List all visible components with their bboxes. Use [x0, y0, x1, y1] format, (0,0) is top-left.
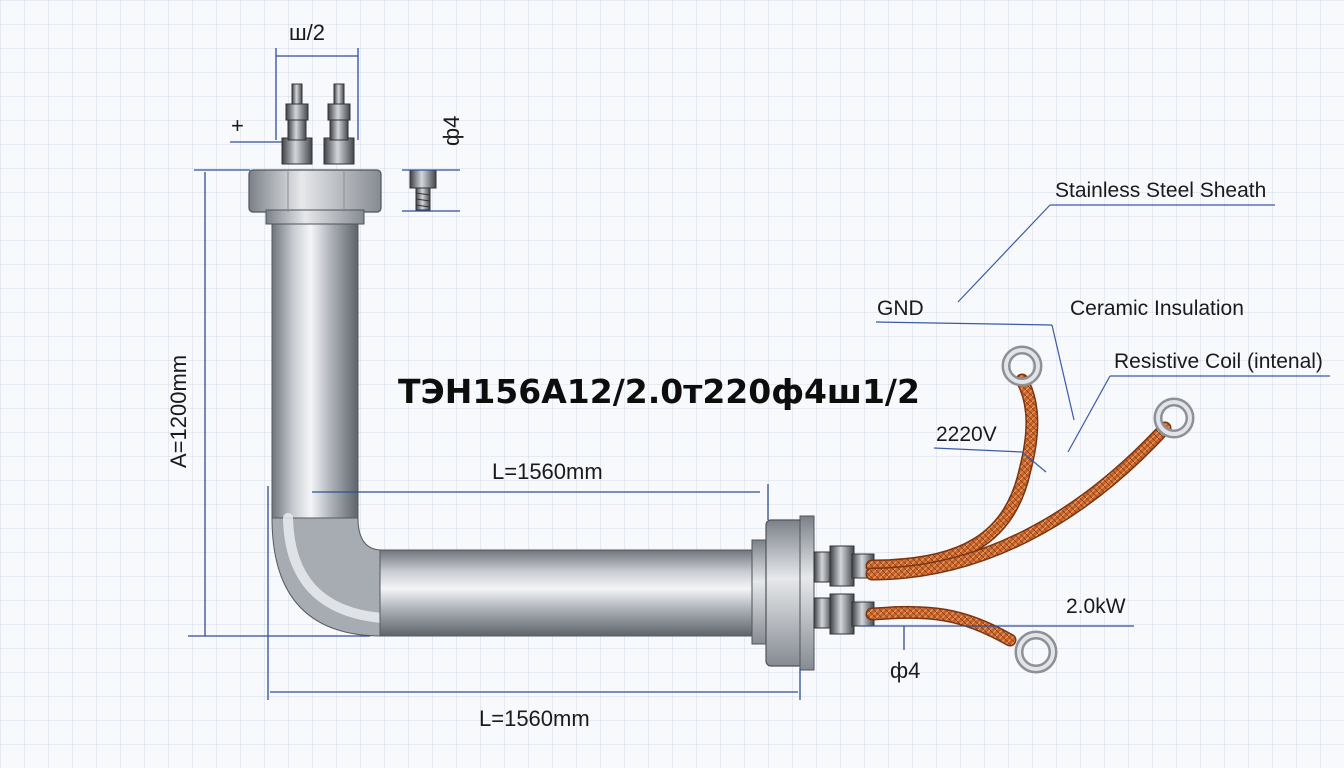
- ceramic-label: Ceramic Insulation: [1070, 297, 1244, 320]
- height-a-label: A=1200mm: [166, 355, 191, 468]
- leader-lines: [875, 204, 1330, 473]
- side-terminal-bottom: [813, 593, 875, 635]
- phi-bottom-label: ф4: [890, 658, 920, 683]
- wire-bundle: [865, 373, 1172, 647]
- coil-label: Resistive Coil (intenal): [1114, 350, 1323, 373]
- phi-top-label: ф4: [439, 116, 464, 146]
- top-flange: [248, 169, 382, 225]
- bolt-detail: [409, 169, 437, 211]
- gnd-label: GND: [877, 297, 924, 320]
- voltage-label: 2220V: [936, 423, 997, 446]
- ring-terminal-3: [1014, 630, 1058, 674]
- side-flange: [751, 515, 815, 671]
- sheath-label: Stainless Steel Sheath: [1055, 179, 1266, 202]
- steel-tube: [271, 221, 757, 637]
- side-terminal-top: [813, 545, 875, 587]
- top-terminal-left: [281, 83, 313, 165]
- inner-length-label: L=1560mm: [492, 459, 603, 484]
- model-title: TЭH156A12/2.0т220ф4ш1/2: [398, 372, 920, 411]
- dimension-labels: ш/2 + ф4 A=1200mm L=1560mm L=1560mm ф4: [166, 20, 920, 731]
- bottom-length-label: L=1560mm: [479, 706, 590, 731]
- annotation-labels: Stainless Steel Sheath GND Ceramic Insul…: [877, 179, 1323, 618]
- top-terminal-right: [323, 83, 355, 165]
- top-width-label: ш/2: [289, 20, 325, 45]
- dimension-lines: [188, 48, 1134, 700]
- power-label: 2.0kW: [1066, 595, 1126, 618]
- ring-terminal-2: [1153, 397, 1195, 439]
- ring-terminal-1: [1001, 345, 1043, 387]
- plus-label: +: [231, 113, 244, 138]
